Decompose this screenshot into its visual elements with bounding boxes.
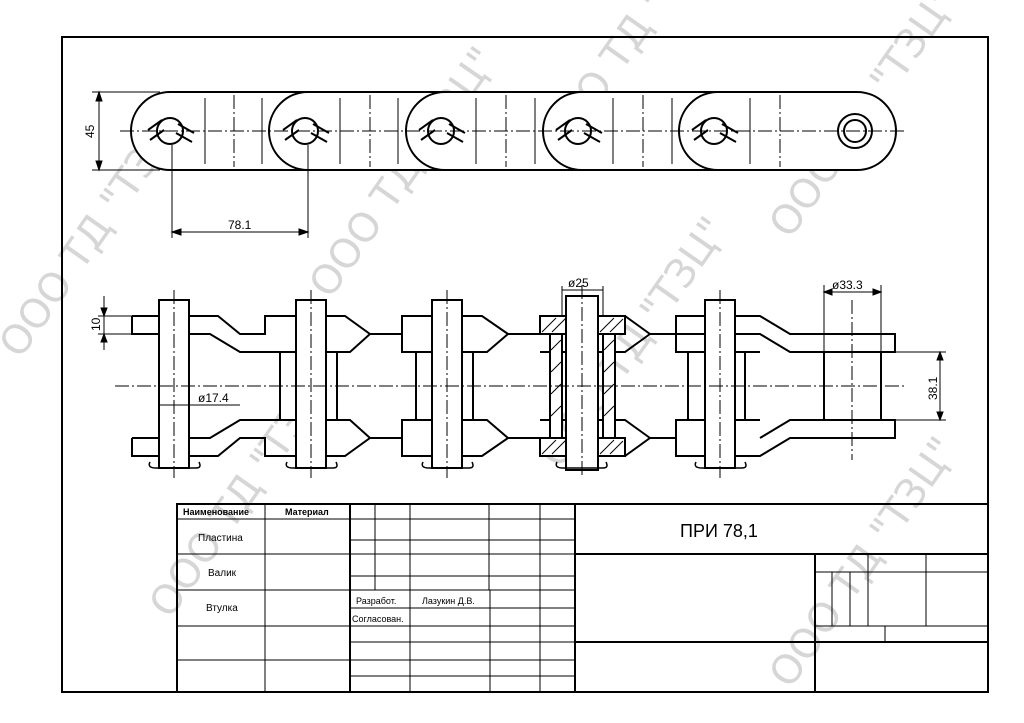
dim-roller-diameter — [822, 285, 883, 352]
dim-inner-width — [895, 350, 946, 422]
dim-plate-height — [92, 90, 160, 172]
developed-by: Лазукин Д.В. — [422, 596, 475, 606]
chain-top-view — [130, 91, 897, 171]
dim-inner-width-label: 38.1 — [926, 376, 940, 400]
watermark-2: ООО ТД "ТЗЦ" — [301, 39, 507, 306]
row-pin: Валик — [208, 568, 237, 579]
developed-label: Разработ. — [356, 596, 396, 606]
col-name-header: Наименование — [183, 507, 249, 517]
dim-pitch — [170, 145, 310, 238]
dim-plate-height-label: 45 — [83, 124, 97, 138]
cotter-pins-side — [148, 461, 747, 469]
cotter-pins-top — [147, 119, 739, 143]
chain-side-view — [131, 299, 896, 469]
col-material-header: Материал — [285, 507, 329, 517]
drawing-title: ПРИ 78,1 — [680, 521, 758, 541]
row-bushing: Втулка — [206, 603, 238, 614]
title-block — [176, 503, 989, 693]
row-plate: Пластина — [198, 533, 243, 544]
dim-pitch-label: 78.1 — [228, 218, 252, 232]
dim-pin-diameter-label: ø17.4 — [198, 391, 229, 405]
dim-bushing-diameter — [561, 286, 604, 316]
watermark-6: ООО ТД "ТЗЦ" — [761, 429, 967, 696]
dim-plate-thickness-label: 10 — [89, 317, 103, 331]
approved-label: Согласован. — [352, 614, 404, 624]
vertical-ticks-top — [204, 98, 751, 164]
dim-bushing-diameter-label: ø25 — [568, 276, 589, 290]
dim-roller-diameter-label: ø33.3 — [832, 278, 863, 292]
centerlines-side — [115, 285, 905, 478]
centerlines-top — [120, 95, 905, 167]
dim-plate-thickness — [98, 296, 132, 350]
